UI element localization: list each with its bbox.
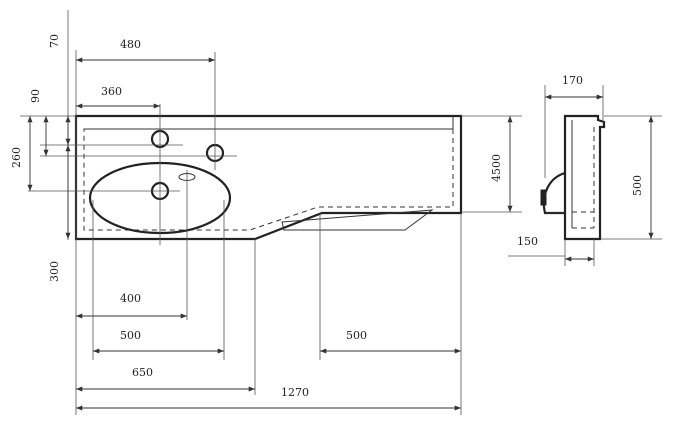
dim-label-1270: 1270: [281, 386, 309, 399]
side-outline: [563, 114, 606, 241]
skirt-panel: [281, 209, 434, 231]
dim-label-360: 360: [101, 85, 122, 98]
inner-contour: [83, 128, 454, 231]
dim-label-260: 260: [10, 147, 23, 168]
side-drain-fitting: [540, 189, 547, 206]
side-bowl-bulge: [542, 171, 566, 215]
dim-label-650: 650: [132, 366, 153, 379]
dim-label-170: 170: [562, 74, 583, 87]
dim-label-150: 150: [517, 235, 538, 248]
dim-label-500-left: 500: [120, 329, 141, 342]
front-dimensions: 480 360 70 90 260 300 4500 400 500: [10, 10, 522, 415]
countertop-outline: [74, 114, 463, 241]
dim-label-400: 400: [120, 292, 141, 305]
dim-label-70: 70: [48, 34, 61, 48]
dim-label-480: 480: [120, 38, 141, 51]
dim-label-90: 90: [29, 89, 42, 103]
dim-label-4500: 4500: [490, 154, 503, 182]
dim-label-300: 300: [48, 261, 61, 282]
dim-label-500-side: 500: [631, 175, 644, 196]
dim-label-500-right: 500: [346, 329, 367, 342]
side-view: [540, 114, 606, 241]
side-dimensions: 170 500 150: [508, 74, 662, 266]
